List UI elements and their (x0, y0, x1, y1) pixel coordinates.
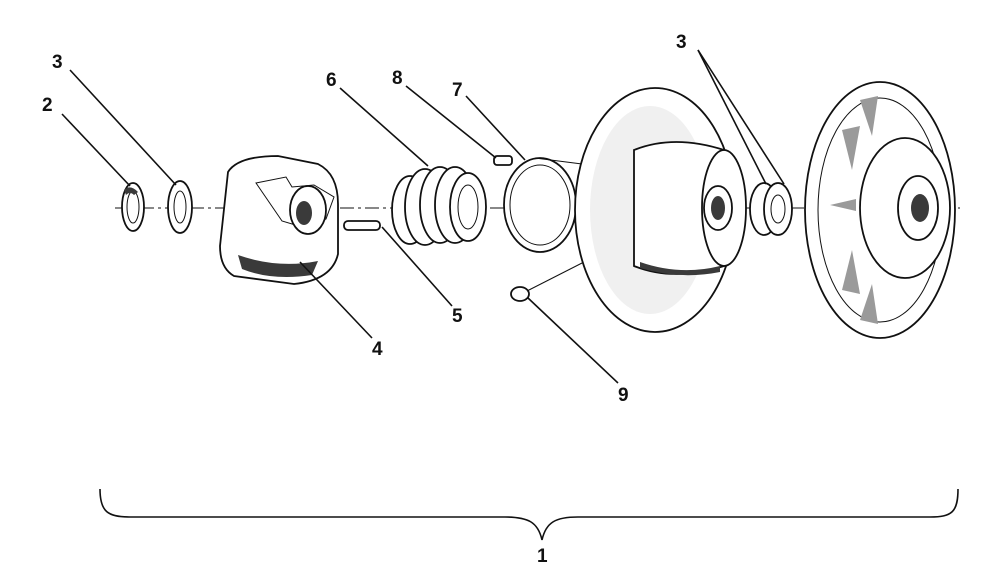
spring-part (391, 166, 487, 246)
callout-1: 1 (537, 546, 548, 567)
callout-9: 9 (618, 385, 629, 406)
leader-9 (527, 297, 619, 384)
leader-8 (405, 85, 497, 159)
leader-2 (61, 113, 131, 187)
leader-4 (299, 261, 373, 339)
leader-3-right-b (697, 49, 785, 185)
cam-part (219, 155, 339, 285)
leader-3-right-a (697, 49, 767, 185)
snap-ring-part (121, 182, 145, 232)
callout-6: 6 (326, 70, 337, 91)
callout-2: 2 (42, 95, 53, 116)
button-part (510, 261, 585, 302)
assembly-brace (99, 488, 959, 541)
bushing-ring-part (503, 157, 583, 253)
callout-8: 8 (392, 68, 403, 89)
leader-6 (339, 87, 429, 167)
callout-4: 4 (372, 339, 383, 360)
roll-pin-part (343, 220, 381, 231)
screw-part (493, 155, 513, 166)
fixed-sheave-part (804, 81, 956, 339)
washers-right-part (749, 182, 793, 236)
leader-5 (381, 226, 453, 307)
sheave-disc-part (574, 87, 747, 333)
leader-3-left (69, 69, 177, 186)
leader-7 (465, 95, 526, 161)
washer-left-part (167, 180, 193, 234)
callout-3-right: 3 (676, 32, 687, 53)
callout-5: 5 (452, 306, 463, 327)
callout-7: 7 (452, 80, 463, 101)
callout-3-left: 3 (52, 52, 63, 73)
